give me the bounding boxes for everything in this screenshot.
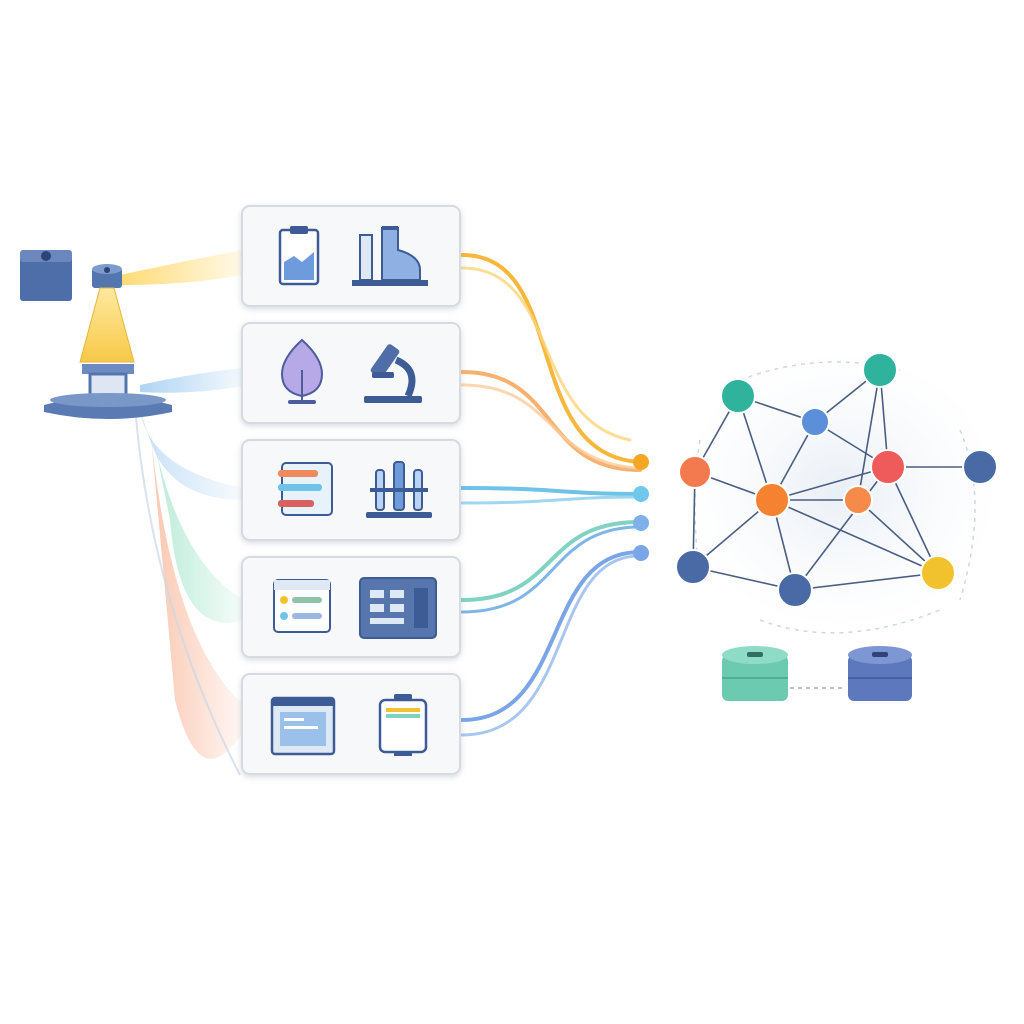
tool-panel-4	[241, 556, 461, 658]
network-node	[843, 485, 873, 515]
network-nodes	[675, 352, 998, 608]
data-form-icon	[273, 579, 331, 633]
network-node	[862, 352, 898, 388]
source-device	[20, 250, 172, 419]
network-node	[675, 549, 711, 585]
microscope-icon	[364, 344, 422, 403]
cylinder-device-icon	[20, 250, 72, 301]
tool-panel-2	[241, 322, 461, 424]
network-node	[754, 482, 790, 518]
network-node	[962, 449, 998, 485]
source-fan-flows	[120, 250, 244, 776]
beaker-flask-icon	[352, 226, 428, 286]
test-tube-rack-icon	[366, 461, 432, 518]
document-window-icon	[270, 696, 336, 756]
network-node	[777, 572, 813, 608]
clipboard-chart-icon	[278, 226, 320, 286]
network-node	[870, 449, 906, 485]
leaf-drop-icon	[280, 338, 324, 404]
tool-panel-5	[241, 673, 461, 775]
network-node	[920, 555, 956, 591]
tool-panel-1	[241, 205, 461, 307]
network-node	[800, 407, 830, 437]
network-node	[678, 455, 712, 489]
network-node	[720, 378, 756, 414]
flow-lines	[460, 253, 649, 737]
knowledge-network	[675, 350, 1000, 701]
blue-database-icon	[848, 646, 912, 701]
teal-database-icon	[722, 646, 788, 701]
battery-container-icon	[378, 694, 428, 756]
sample-tubes-form-icon	[278, 462, 333, 516]
tool-panels	[241, 205, 461, 775]
server-cabinet-icon	[359, 577, 437, 639]
lamp-projector-icon	[44, 264, 172, 419]
tool-panel-3	[241, 439, 461, 541]
